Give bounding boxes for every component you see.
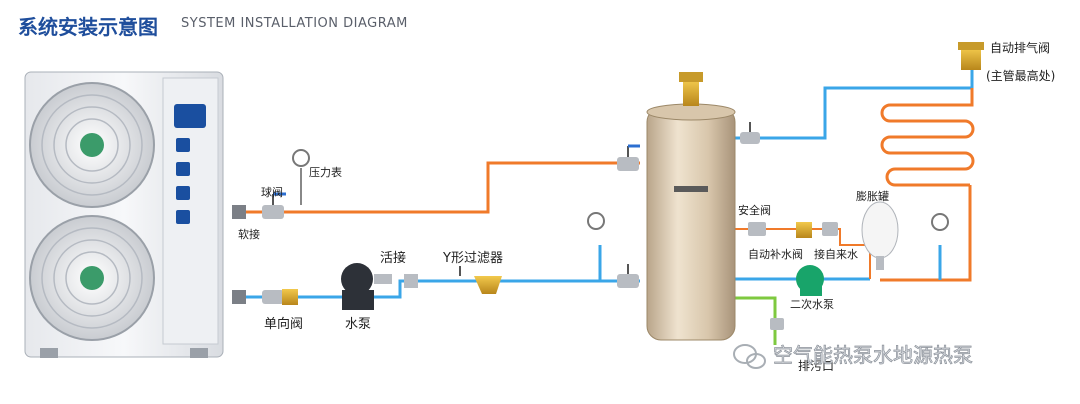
pressure-gauge-icon	[931, 213, 949, 231]
y-filter-icon	[459, 266, 502, 294]
hot-supply-pipe	[235, 161, 640, 214]
cold-return-pipe	[235, 279, 640, 299]
check-valve-label: 单向阀	[264, 316, 303, 332]
soft-joint-label: 软接	[238, 227, 260, 241]
water-pump-icon	[796, 265, 824, 296]
water-pump-icon	[341, 263, 392, 310]
y-filter-label: Y形过滤器	[442, 251, 503, 266]
auto-fill-valve-icon	[796, 222, 838, 238]
heat-pump-unit-icon	[24, 71, 224, 358]
pressure-gauge-label: 压力表	[309, 165, 342, 179]
live-joint-icon	[404, 274, 418, 288]
diagram-subtitle: SYSTEM INSTALLATION DIAGRAM	[181, 16, 408, 31]
diagram-title: 系统安装示意图	[18, 15, 158, 39]
floor-supply-pipe	[735, 70, 974, 140]
drain-pipe	[735, 296, 777, 345]
pressure-gauge-icon	[292, 149, 310, 205]
drain-outlet-label: 排污口	[798, 359, 834, 373]
auto-vent-valve-label: 自动排气阀	[990, 40, 1050, 55]
ball-valve-icon	[617, 144, 640, 171]
auto-vent-valve-icon	[958, 42, 984, 70]
safety-valve-label: 安全阀	[738, 203, 771, 217]
expansion-tank-label: 膨胀罐	[856, 189, 889, 203]
safety-valve-icon	[748, 222, 766, 236]
soft-joint-icon	[232, 290, 246, 304]
live-joint-label: 活接	[380, 250, 406, 266]
water-pump-label: 水泵	[345, 317, 371, 332]
ball-valve-label: 球阀	[261, 185, 283, 199]
floor-heating-coil	[880, 88, 975, 187]
check-valve-icon	[262, 289, 298, 305]
soft-joint-icon	[232, 205, 246, 219]
expansion-tank-icon	[861, 201, 899, 270]
water-tank-icon	[646, 72, 736, 341]
pressure-gauge-icon	[587, 212, 605, 230]
wechat-icon	[733, 344, 766, 369]
ball-valve-icon	[262, 192, 286, 219]
tap-water-inlet-label: 接自来水	[814, 248, 858, 261]
secondary-pump-label: 二次水泵	[790, 297, 834, 311]
floor-return-pipe	[880, 185, 972, 282]
watermark-text: 空气能热泵水地源热泵	[773, 343, 973, 367]
ball-valve-icon	[617, 264, 639, 288]
ball-valve-icon	[740, 122, 760, 144]
auto-fill-valve-label: 自动补水阀	[748, 247, 803, 261]
ball-valve-icon	[770, 318, 784, 330]
auto-vent-note: (主管最高处)	[986, 68, 1055, 83]
